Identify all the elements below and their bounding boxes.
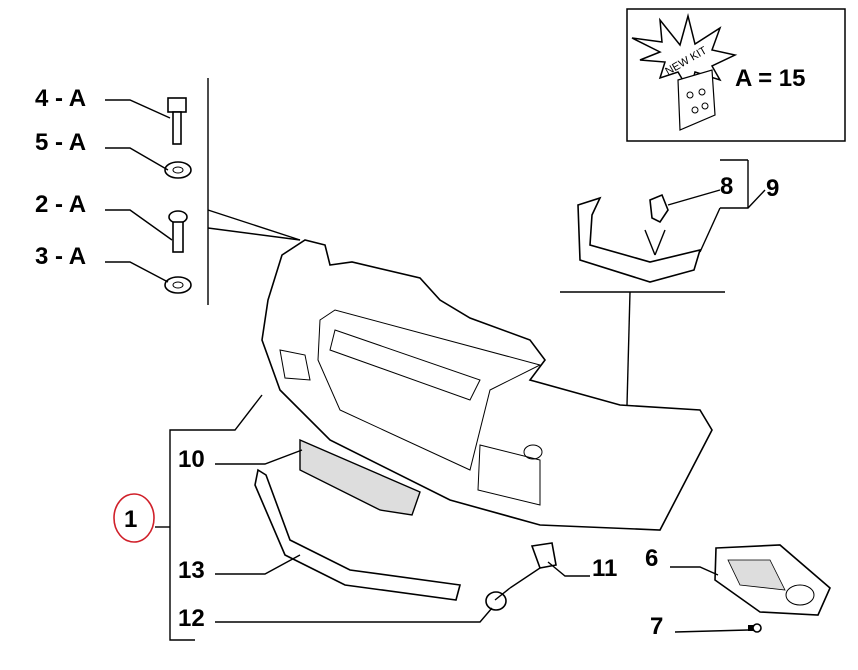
highlight-circle bbox=[113, 493, 155, 543]
front-bumper bbox=[261, 239, 725, 531]
kit-bag-icon bbox=[677, 69, 716, 131]
bolt-icon bbox=[167, 97, 187, 145]
callout-1: 1 bbox=[124, 506, 137, 533]
callout-9: 9 bbox=[766, 175, 779, 202]
callout-8: 8 bbox=[720, 173, 733, 200]
lower-grille bbox=[299, 438, 421, 516]
callout-4: 4 - A bbox=[35, 85, 86, 112]
callout-3: 3 - A bbox=[35, 243, 86, 270]
screw-icon bbox=[168, 210, 188, 253]
kit-box: NEW KIT A = 15 bbox=[626, 8, 846, 142]
lower-lip-trim bbox=[254, 468, 462, 601]
washer-icon bbox=[164, 161, 192, 179]
callout-6: 6 bbox=[645, 545, 658, 572]
fog-lamp-grille bbox=[714, 544, 831, 616]
bracket-icon bbox=[530, 542, 557, 569]
kit-quantity-label: A = 15 bbox=[735, 65, 806, 92]
callout-13: 13 bbox=[178, 557, 205, 584]
screw-icon bbox=[748, 623, 762, 633]
hardware-group: 4 - A 5 - A 2 - A 3 - A bbox=[35, 78, 301, 305]
callout-10: 10 bbox=[178, 446, 205, 473]
callout-2: 2 - A bbox=[35, 191, 86, 218]
clip-icon bbox=[649, 193, 669, 224]
callout-11: 11 bbox=[592, 555, 617, 582]
washer-icon bbox=[164, 276, 192, 294]
tow-hook-cap bbox=[485, 591, 507, 611]
callout-12: 12 bbox=[178, 605, 205, 632]
upper-trim: 8 9 bbox=[577, 159, 779, 283]
callout-7: 7 bbox=[650, 613, 663, 640]
callout-5: 5 - A bbox=[35, 129, 86, 156]
